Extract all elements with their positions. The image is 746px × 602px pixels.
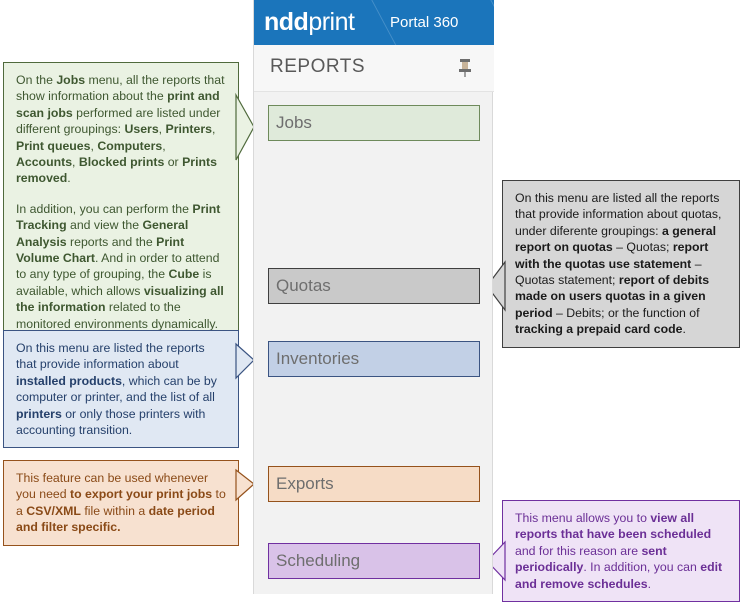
callout-jobs-paragraph-2: In addition, you can perform the Print T… [16,201,224,331]
menu-item-inventories[interactable]: Inventories [268,341,480,377]
callout-pointer-exports [235,468,255,502]
callout-scheduling-paragraph-1: This menu allows you to view all reports… [515,511,723,591]
product-name: Portal 360 [390,14,459,31]
reports-header-bar: REPORTS [254,45,494,92]
menu-item-exports-label: Exports [276,474,334,493]
page-title: REPORTS [270,56,366,77]
callout-pointer-scheduling [486,540,506,582]
callout-quotas: On this menu are listed all the reports … [502,180,740,348]
menu-item-scheduling[interactable]: Scheduling [268,543,480,579]
brand-logo-light: print [308,8,355,36]
callout-exports-paragraph-1: This feature can be used whenever you ne… [16,471,226,535]
callout-pointer-inventories [235,342,255,380]
callout-quotas-paragraph-1: On this menu are listed all the reports … [515,191,722,337]
callout-inventories: On this menu are listed the reports that… [3,330,239,449]
app-header: nddprint Portal 360 [254,0,494,45]
callout-pointer-jobs [235,92,255,161]
callout-jobs-paragraph-1: On the Jobs menu, all the reports that s… [16,73,225,186]
menu-item-quotas-label: Quotas [276,276,331,295]
brand-logo[interactable]: nddprint [264,8,355,36]
pushpin-icon[interactable] [456,58,474,78]
callout-exports: This feature can be used whenever you ne… [3,460,239,546]
brand-logo-bold: ndd [264,8,309,36]
callout-pointer-quotas [486,260,506,312]
callout-inventories-paragraph-1: On this menu are listed the reports that… [16,341,217,438]
menu-item-inventories-label: Inventories [276,349,360,368]
menu-item-quotas[interactable]: Quotas [268,268,480,304]
portal-panel: nddprint Portal 360 REPORTS Jobs Quotas … [253,0,494,594]
menu-item-jobs[interactable]: Jobs [268,105,480,141]
menu-item-jobs-label: Jobs [276,113,312,132]
menu-item-exports[interactable]: Exports [268,466,480,502]
menu-item-scheduling-label: Scheduling [276,551,361,570]
callout-jobs: On the Jobs menu, all the reports that s… [3,62,239,343]
